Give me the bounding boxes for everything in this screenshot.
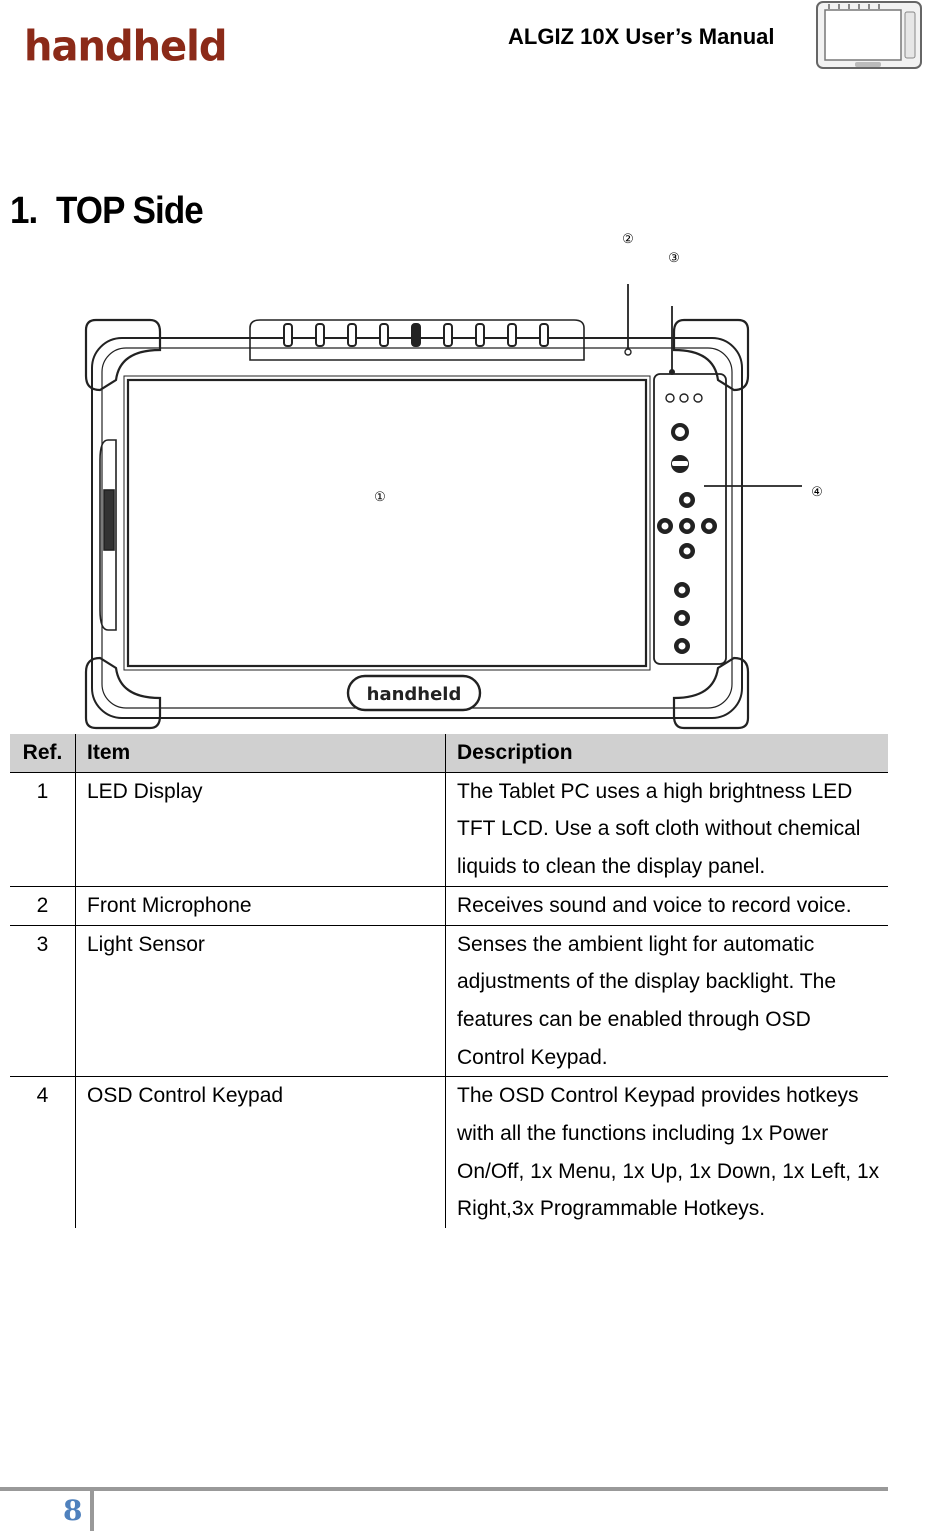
cell-item: LED Display [75, 772, 446, 887]
cell-ref: 2 [10, 886, 76, 926]
callout-1: ① [374, 490, 386, 505]
table-header-row: Ref. Item Description [10, 734, 888, 773]
spec-table: Ref. Item Description 1 LED Display The … [10, 734, 888, 1229]
device-logo: handheld [367, 684, 462, 705]
column-header-description: Description [445, 734, 888, 773]
cell-ref: 3 [10, 925, 76, 1078]
manual-title: ALGIZ 10X User’s Manual [508, 24, 775, 49]
column-header-item: Item [75, 734, 446, 773]
column-header-ref: Ref. [10, 734, 76, 773]
footer-divider [0, 1487, 888, 1491]
cell-item: OSD Control Keypad [75, 1076, 446, 1229]
cell-description: Receives sound and voice to record voice… [445, 886, 888, 926]
cell-item: Front Microphone [75, 886, 446, 926]
table-row: 1 LED Display The Tablet PC uses a high … [10, 772, 888, 887]
tablet-thumbnail-icon [816, 1, 922, 69]
section-number: 1. [10, 190, 38, 232]
tablet-front-diagram: handheld ① ② ③ ④ [84, 232, 823, 730]
callout-3: ③ [668, 251, 680, 266]
table-row: 3 Light Sensor Senses the ambient light … [10, 925, 888, 1078]
cell-ref: 1 [10, 772, 76, 887]
cell-description: The OSD Control Keypad provides hotkeys … [457, 1084, 880, 1221]
table-row: 2 Front Microphone Receives sound and vo… [10, 886, 888, 926]
cell-description: The Tablet PC uses a high brightness LED… [445, 772, 888, 887]
section-heading: 1. TOP Side [10, 190, 204, 233]
section-title: TOP Side [56, 190, 204, 232]
callout-4: ④ [811, 485, 823, 500]
brand-logo: handheld [24, 22, 228, 72]
cell-item: Light Sensor [75, 925, 446, 1078]
footer-vertical-divider [90, 1491, 94, 1531]
callout-2: ② [622, 232, 634, 247]
page-number: 8 [63, 1494, 83, 1527]
cell-description: Senses the ambient light for automatic a… [445, 925, 888, 1078]
cell-ref: 4 [10, 1076, 76, 1229]
table-row: 4 OSD Control Keypad The OSD Control Key… [10, 1076, 888, 1229]
